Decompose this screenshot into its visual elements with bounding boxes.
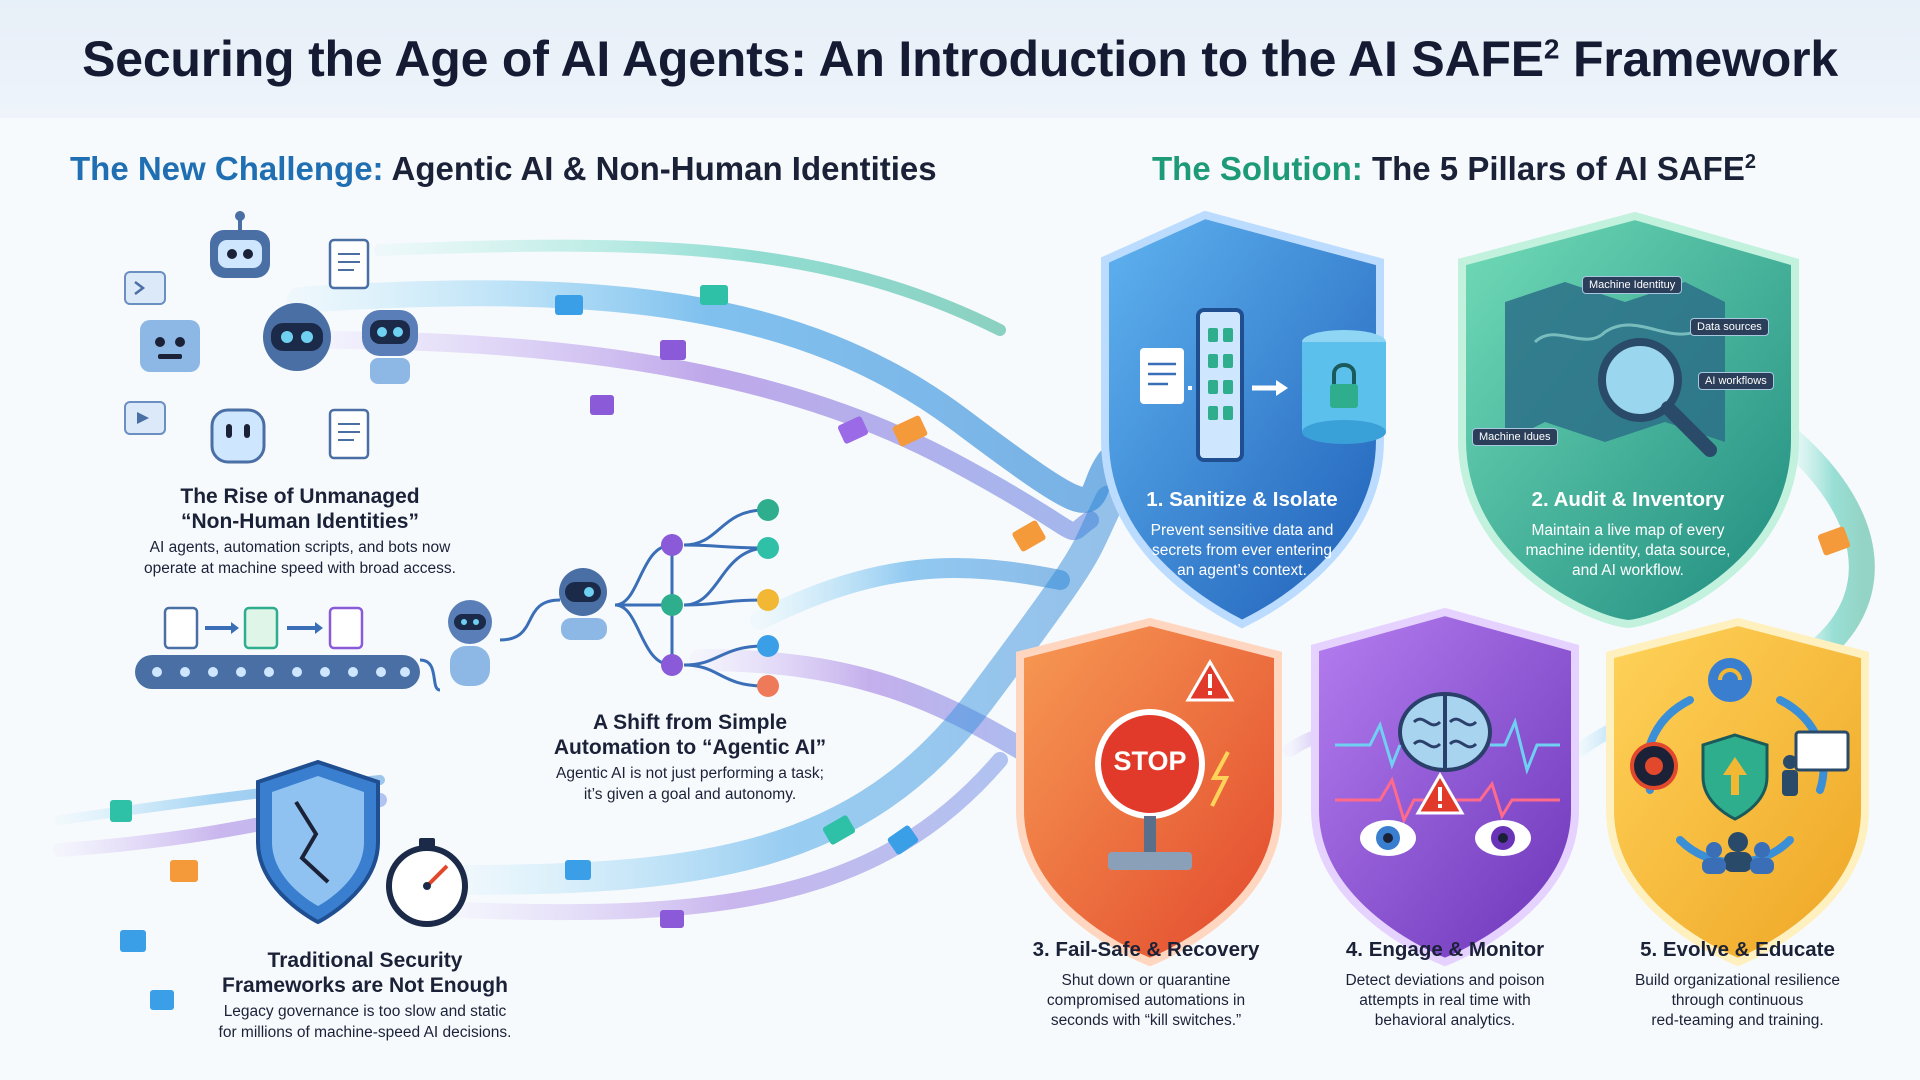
- solution-heading: The Solution: The 5 Pillars of AI SAFE2: [1152, 150, 1756, 188]
- terminal-icon: [124, 401, 166, 435]
- presenter-icon: [1782, 730, 1850, 796]
- network-nodes: [661, 499, 779, 697]
- shield-icon: [256, 759, 380, 925]
- pillar-2: 2. Audit & Inventory Maintain a live map…: [1508, 488, 1748, 581]
- map-label-workflows: AI workflows: [1698, 372, 1774, 390]
- challenge-item-body: Legacy governance is too slow and static…: [218, 1003, 512, 1041]
- challenge-heading-lead: The New Challenge:: [70, 150, 384, 187]
- pillar-title: 2. Audit & Inventory: [1531, 488, 1725, 511]
- brain-icon: [1398, 692, 1492, 772]
- title-tail: Framework: [1559, 31, 1838, 87]
- robot-icon: [362, 310, 418, 384]
- challenge-heading-rest: Agentic AI & Non-Human Identities: [383, 150, 937, 187]
- data-streams: [53, 239, 1875, 921]
- filter-icon: [1196, 308, 1244, 462]
- eye-icon: [1475, 820, 1531, 856]
- pillar-1: 1. Sanitize & Isolate Prevent sensitive …: [1122, 488, 1362, 581]
- challenge-item-1: The Rise of Unmanaged“Non-Human Identiti…: [120, 484, 480, 579]
- challenge-item-body: AI agents, automation scripts, and bots …: [144, 539, 456, 577]
- robot-icon: [559, 568, 607, 640]
- pillar-4: 4. Engage & Monitor Detect deviations an…: [1315, 938, 1575, 1031]
- document-icon: [328, 408, 370, 460]
- map-label-idles: Machine Idues: [1472, 428, 1558, 446]
- conveyor-icon: [135, 606, 420, 689]
- solution-heading-sup: 2: [1744, 151, 1756, 173]
- robot-cluster: [124, 211, 418, 464]
- challenge-heading: The New Challenge: Agentic AI & Non-Huma…: [70, 150, 937, 188]
- robot-icon: [210, 211, 270, 278]
- data-packets: [110, 285, 1851, 1010]
- pillar-title: 5. Evolve & Educate: [1640, 938, 1835, 961]
- warning-icon: [1415, 772, 1465, 815]
- sync-shield-icon: [1708, 658, 1752, 702]
- robot-icon: [448, 600, 492, 686]
- robot-icon: [263, 303, 331, 371]
- title-main: Securing the Age of AI Agents: An Introd…: [82, 31, 1544, 87]
- shield-icon: [1701, 733, 1769, 821]
- heartbeat-line: [1335, 717, 1560, 775]
- stream-right-loop: [1777, 427, 1875, 663]
- stream-bottom: [445, 485, 1125, 895]
- map-label-sources: Data sources: [1690, 318, 1769, 336]
- robot-icon: [210, 408, 266, 464]
- pillar-title: 4. Engage & Monitor: [1345, 938, 1545, 961]
- stop-sign-label: STOP: [1113, 746, 1187, 776]
- page-title: Securing the Age of AI Agents: An Introd…: [82, 30, 1838, 88]
- pillar-5: 5. Evolve & Educate Build organizational…: [1605, 938, 1870, 1031]
- title-sup: 2: [1543, 33, 1560, 65]
- stream-top: [287, 280, 1123, 513]
- robot-icon: [140, 320, 200, 372]
- terminal-icon: [124, 271, 166, 305]
- warning-icon: [1185, 659, 1235, 702]
- stopwatch-icon: [386, 838, 468, 927]
- document-icon: [328, 238, 370, 290]
- lock-icon: [1302, 330, 1386, 444]
- lightning-icon: [1210, 751, 1230, 807]
- solution-heading-lead: The Solution:: [1152, 150, 1363, 187]
- pillar-title: 3. Fail-Safe & Recovery: [1032, 938, 1260, 961]
- challenge-item-body: Agentic AI is not just performing a task…: [556, 765, 824, 803]
- pillar-title: 1. Sanitize & Isolate: [1146, 488, 1338, 511]
- stream-middle: [750, 558, 1070, 630]
- solution-heading-rest: The 5 Pillars of AI SAFE: [1362, 150, 1745, 187]
- title-band: Securing the Age of AI Agents: An Introd…: [0, 0, 1920, 118]
- stop-sign-icon: [1095, 709, 1205, 870]
- challenge-item-title: The Rise of Unmanaged“Non-Human Identiti…: [180, 485, 420, 534]
- pillar-3: 3. Fail-Safe & Recovery Shut down or qua…: [1016, 938, 1276, 1031]
- eye-icon: [1360, 820, 1416, 856]
- map-label-identity: Machine Identituy: [1582, 276, 1683, 294]
- magnifier-icon: [1598, 338, 1717, 457]
- target-icon: [1630, 742, 1678, 790]
- document-icon: [1140, 348, 1184, 404]
- team-icon: [1702, 832, 1774, 874]
